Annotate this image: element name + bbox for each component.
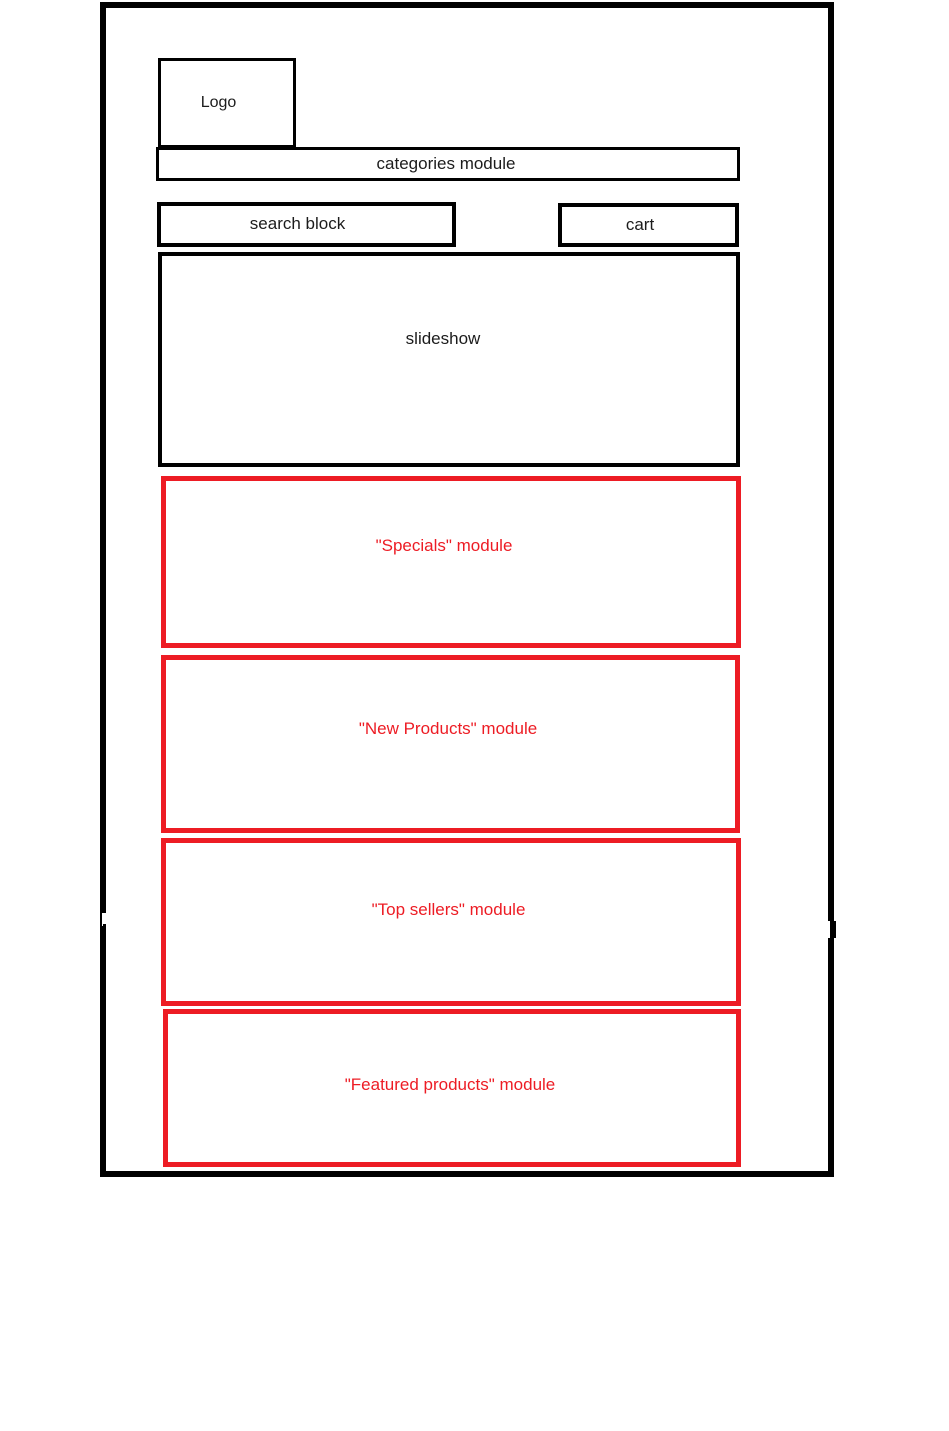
logo-box: Logo	[158, 58, 296, 148]
top-sellers-module-box: "Top sellers" module	[161, 838, 741, 1006]
cart-label: cart	[625, 214, 655, 234]
search-block-box: search block	[157, 202, 456, 247]
new-products-module-label: "New Products" module	[358, 718, 538, 738]
left-border-notch-artifact	[102, 913, 107, 926]
cart-box: cart	[558, 203, 739, 247]
new-products-module-box: "New Products" module	[161, 655, 740, 833]
specials-module-label: "Specials" module	[375, 535, 513, 555]
categories-module-label: categories module	[376, 153, 516, 173]
top-sellers-module-label: "Top sellers" module	[371, 899, 526, 919]
categories-module-box: categories module	[156, 147, 740, 181]
featured-products-module-label: "Featured products" module	[344, 1074, 556, 1094]
specials-module-box: "Specials" module	[161, 476, 741, 648]
slideshow-label: slideshow	[405, 329, 481, 349]
featured-products-module-box: "Featured products" module	[163, 1009, 741, 1167]
logo-label: Logo	[200, 94, 237, 112]
left-border-dot-artifact	[103, 924, 106, 928]
right-border-nick-artifact	[828, 921, 830, 938]
right-border-tick-artifact	[834, 921, 836, 938]
slideshow-box: slideshow	[158, 252, 740, 467]
search-block-label: search block	[249, 214, 346, 234]
